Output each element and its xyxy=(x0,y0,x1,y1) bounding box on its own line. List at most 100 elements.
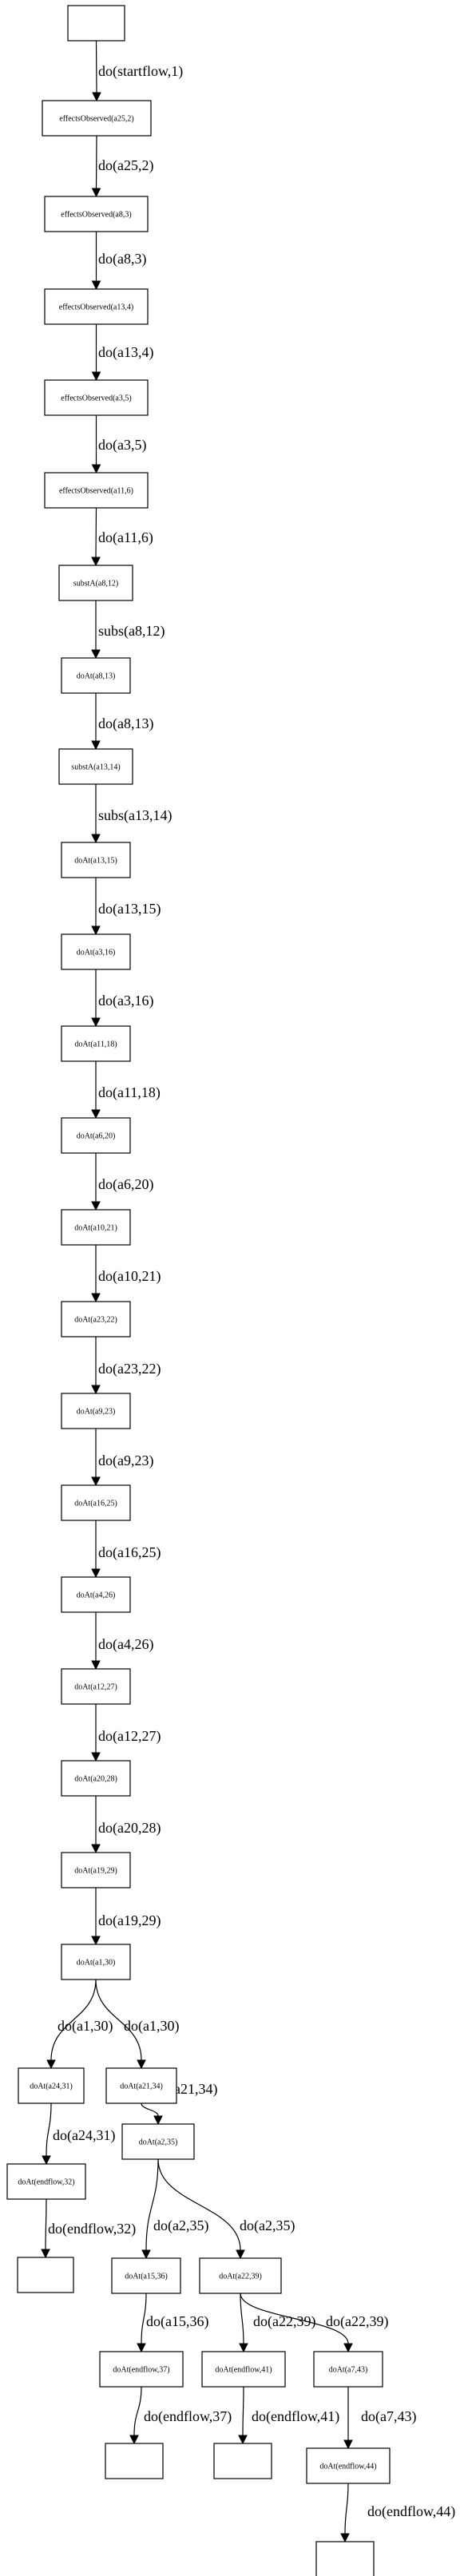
flow-node xyxy=(315,2541,375,2576)
node-box xyxy=(61,1393,131,1429)
edge-arrowhead xyxy=(141,2249,151,2260)
edge-arrowhead xyxy=(91,1660,101,1670)
node-box xyxy=(44,472,149,509)
node-box xyxy=(61,1484,131,1521)
flow-node: doAt(a9,23) xyxy=(61,1393,131,1429)
flow-node xyxy=(105,2443,164,2479)
edge-label: do(startflow,1) xyxy=(98,63,183,80)
edge-line xyxy=(242,2386,244,2436)
flow-node: doAt(a19,29) xyxy=(61,1852,131,1888)
edge-arrowhead xyxy=(91,834,101,844)
flow-node: doAt(endflow,41) xyxy=(201,2351,286,2388)
flow-node: doAt(a24,31) xyxy=(18,2067,85,2104)
edge-label: do(a16,25) xyxy=(98,1544,161,1561)
edge-label: do(a9,23) xyxy=(98,1452,153,1469)
flow-node: doAt(endflow,32) xyxy=(6,2163,86,2200)
node-box xyxy=(315,2541,375,2576)
edge-line xyxy=(141,2293,147,2344)
edge-line xyxy=(240,2293,244,2344)
edge-arrowhead xyxy=(91,1109,101,1120)
node-label: doAt(a1,30) xyxy=(77,1959,116,1968)
flow-node: doAt(endflow,44) xyxy=(306,2447,391,2484)
edge-arrowhead xyxy=(91,1201,101,1211)
node-box xyxy=(61,657,131,694)
node-box xyxy=(201,2351,286,2388)
node-label: effectsObserved(a11,6) xyxy=(59,487,133,496)
edge-label: do(endflow,37) xyxy=(144,2408,232,2425)
edge-label: do(a6,20) xyxy=(98,1176,153,1193)
edge-arrowhead xyxy=(91,1568,101,1579)
node-label: doAt(a24,31) xyxy=(30,2083,73,2091)
node-label: doAt(a9,23) xyxy=(77,1408,116,1417)
edge-label: do(a7,43) xyxy=(361,2408,416,2425)
edge-arrowhead xyxy=(238,2435,248,2445)
edge-label: do(a3,5) xyxy=(98,437,146,454)
node-box xyxy=(111,2257,181,2294)
flow-node: effectsObserved(a8,3) xyxy=(44,196,149,232)
node-label: doAt(endflow,41) xyxy=(215,2366,272,2375)
edge-label: do(endflow,44) xyxy=(367,2503,455,2520)
node-box xyxy=(61,1209,131,1246)
flow-node: doAt(a21,34) xyxy=(105,2067,177,2104)
node-box xyxy=(306,2447,391,2484)
node-box xyxy=(61,1668,131,1705)
node-label: substA(a8,12) xyxy=(73,580,118,589)
edge-arrowhead xyxy=(91,371,101,382)
edge-label: do(a2,35) xyxy=(153,2217,208,2234)
node-label: doAt(a16,25) xyxy=(74,1500,117,1508)
node-box xyxy=(6,2163,86,2200)
edge-line xyxy=(50,1979,97,2061)
node-label: effectsObserved(a8,3) xyxy=(61,211,131,220)
edge-arrowhead xyxy=(340,2533,350,2543)
edge-label: do(a10,21) xyxy=(98,1268,161,1285)
node-box xyxy=(61,1852,131,1888)
edge-arrowhead xyxy=(129,2435,139,2445)
edge-arrowhead xyxy=(91,925,101,936)
edge-arrowhead xyxy=(91,464,101,474)
flow-node: doAt(a1,30) xyxy=(61,1944,131,1980)
node-box xyxy=(99,2351,184,2388)
node-label: effectsObserved(a25,2) xyxy=(59,115,133,124)
node-box xyxy=(44,288,149,325)
node-label: doAt(a19,29) xyxy=(74,1867,117,1876)
edge-arrowhead xyxy=(91,1844,101,1854)
node-box xyxy=(61,1117,131,1154)
edge-arrowhead xyxy=(343,2439,353,2450)
node-label: doAt(a3,16) xyxy=(77,949,116,957)
node-box xyxy=(61,1760,131,1797)
edge-arrowhead xyxy=(91,557,101,567)
node-box xyxy=(18,2067,85,2104)
node-box xyxy=(42,100,152,137)
node-box xyxy=(213,2443,272,2479)
edge-label: do(a15,36) xyxy=(146,2313,208,2330)
edge-arrowhead xyxy=(137,2059,146,2070)
flow-node xyxy=(213,2443,272,2479)
edge-label: do(endflow,32) xyxy=(48,2221,136,2237)
node-box xyxy=(105,2443,164,2479)
node-box xyxy=(44,379,149,416)
flow-node: doAt(a13,15) xyxy=(61,842,131,878)
edge-label: do(a19,29) xyxy=(98,1912,161,1929)
edge-arrowhead xyxy=(137,2343,146,2353)
edge-arrowhead xyxy=(343,2343,353,2353)
edge-label: do(a22,39) xyxy=(326,2313,388,2330)
flow-node: doAt(a22,39) xyxy=(199,2257,282,2294)
edge-label: do(a13,15) xyxy=(98,901,161,917)
flow-node: doAt(a4,26) xyxy=(61,1576,131,1613)
node-box xyxy=(199,2257,282,2294)
edge-arrowhead xyxy=(236,2249,245,2260)
node-label: doAt(a2,35) xyxy=(139,2138,178,2147)
node-label: doAt(a10,21) xyxy=(74,1224,117,1233)
node-label: doAt(a23,22) xyxy=(74,1316,117,1325)
node-box xyxy=(61,1576,131,1613)
flow-node xyxy=(67,5,125,42)
flow-node: doAt(a3,16) xyxy=(61,933,131,970)
edge-label: do(endflow,41) xyxy=(252,2408,339,2425)
edge-arrowhead xyxy=(91,1293,101,1303)
node-label: doAt(a4,26) xyxy=(77,1591,116,1600)
node-box xyxy=(61,1025,131,1062)
edge-label: do(a4,26) xyxy=(98,1636,153,1653)
edge-line xyxy=(344,2483,349,2534)
flow-node: effectsObserved(a13,4) xyxy=(44,288,149,325)
